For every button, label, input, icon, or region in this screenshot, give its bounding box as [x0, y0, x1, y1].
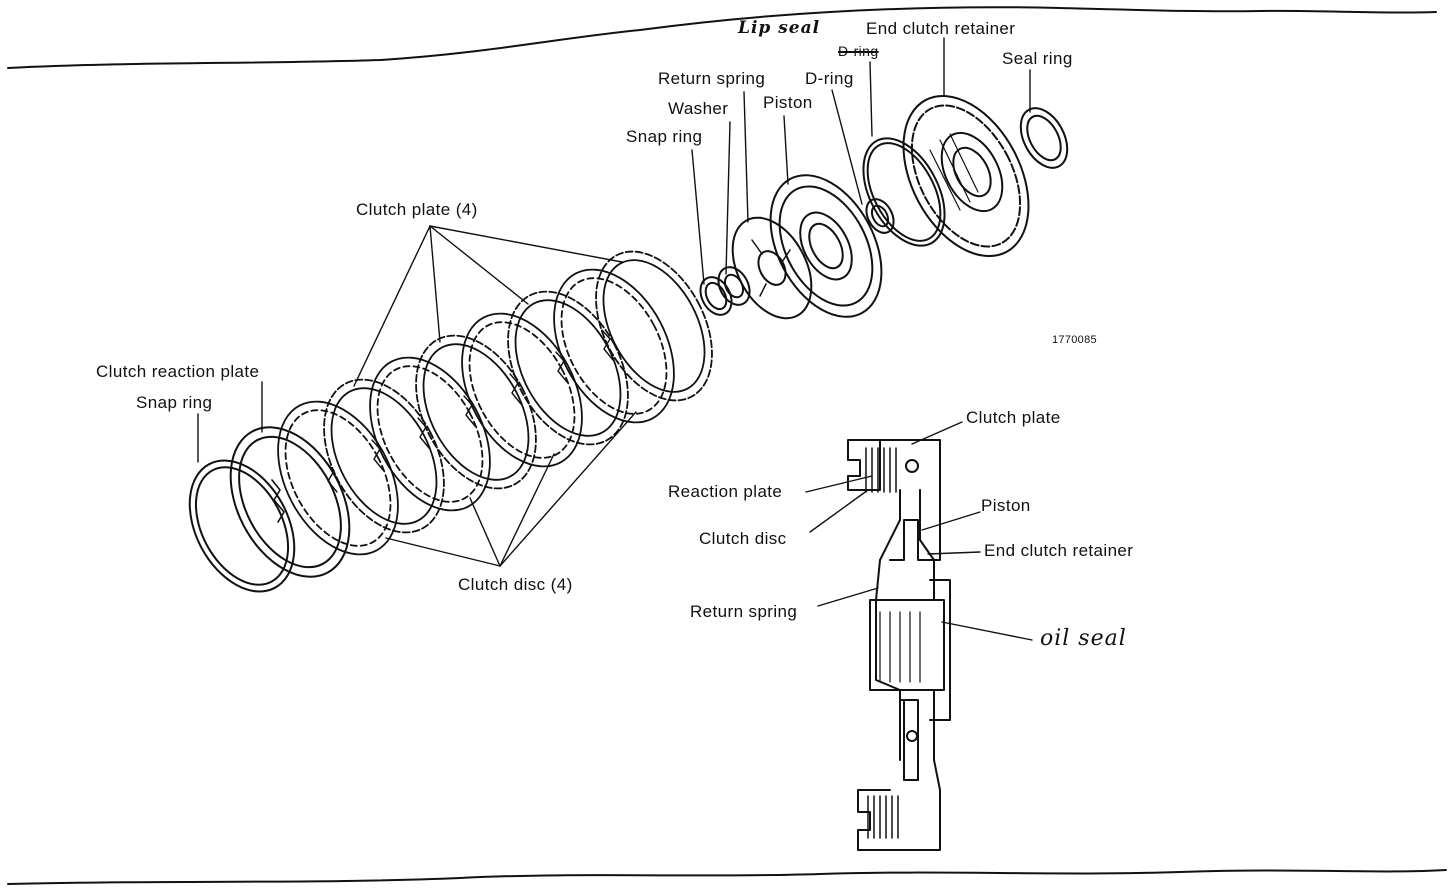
seal-ring-label: Seal ring — [1002, 49, 1073, 68]
clutch-plate-4-label: Clutch plate (4) — [356, 200, 478, 219]
cs-oil-seal-label: oil seal — [1040, 626, 1127, 651]
return-spring-part — [731, 216, 813, 320]
cross-section-drawing — [847, 439, 951, 851]
washer-label: Washer — [668, 99, 729, 118]
cross-section-leader-lines — [805, 421, 1033, 641]
clutch-disc-4-label: Clutch disc (4) — [458, 575, 573, 594]
bottom-paper-edge — [7, 869, 1447, 885]
d-ring-part — [865, 198, 895, 234]
seal-ring-part — [1019, 107, 1069, 169]
d-ring-label: D-ring — [805, 69, 854, 88]
cs-return-spring-label: Return spring — [690, 602, 798, 621]
end-clutch-retainer-part — [902, 94, 1030, 258]
end-clutch-retainer-label: End clutch retainer — [866, 19, 1016, 38]
clutch-stack — [277, 250, 713, 556]
return-spring-label: Return spring — [658, 69, 766, 88]
piston-part — [769, 174, 883, 318]
clutch-reaction-plate-label: Clutch reaction plate — [96, 362, 260, 381]
lip-seal-label: Lip seal — [738, 18, 821, 38]
large-d-ring-part — [862, 137, 946, 247]
d-ring-struck-label: D-ring — [838, 43, 879, 59]
cs-reaction-plate-label: Reaction plate — [668, 482, 783, 501]
top-paper-edge — [7, 6, 1437, 69]
cs-end-clutch-retainer-label: End clutch retainer — [984, 541, 1134, 560]
snap-ring-left-part — [188, 459, 296, 593]
cs-clutch-disc-label: Clutch disc — [699, 529, 787, 548]
cs-piston-label: Piston — [981, 496, 1031, 515]
snap-ring-left-label: Snap ring — [136, 393, 213, 412]
snap-ring-top-part — [699, 276, 733, 316]
exploded-leader-lines — [197, 37, 1031, 567]
piston-label: Piston — [763, 93, 813, 112]
snap-ring-top-label: Snap ring — [626, 127, 703, 146]
figure-number: 1770085 — [1052, 334, 1097, 346]
washer-part — [717, 266, 751, 306]
cs-clutch-plate-label: Clutch plate — [966, 408, 1061, 427]
